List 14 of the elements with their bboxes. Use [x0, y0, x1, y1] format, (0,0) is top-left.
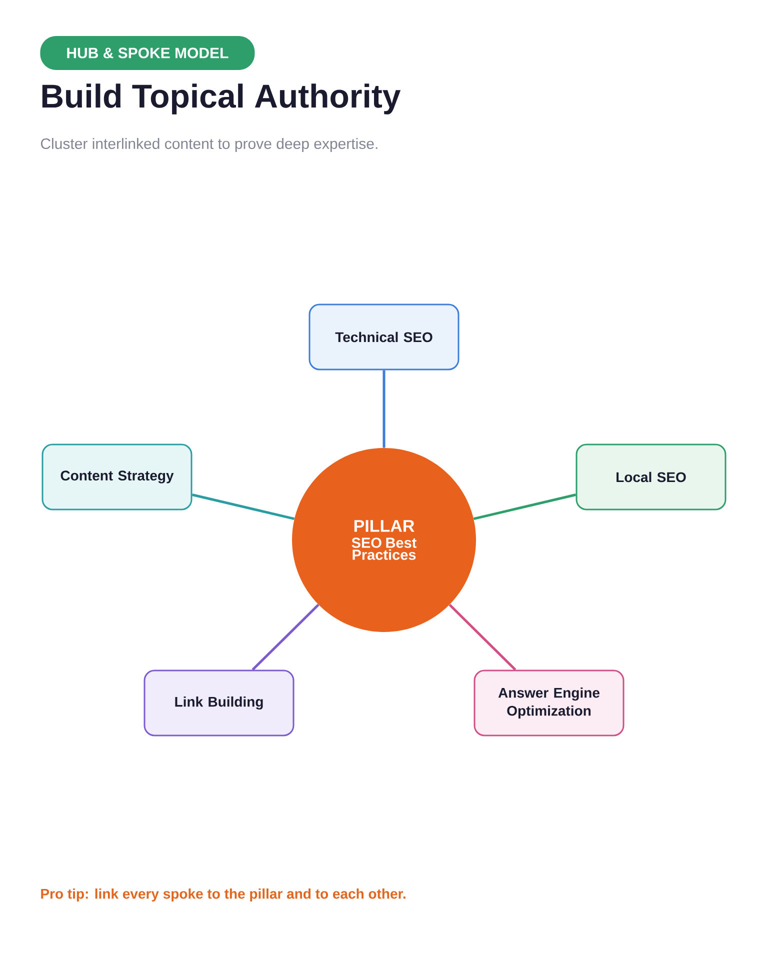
connector-line — [473, 494, 576, 520]
title: Build Topical Authority — [42, 84, 401, 114]
spoke-box: Link Building — [144, 670, 294, 736]
spoke-box: Content Strategy — [42, 444, 192, 510]
connector-line — [252, 604, 320, 671]
tip-note: Pro tip: link every spoke to the pillar and to each other. — [41, 888, 406, 902]
connector-line — [192, 494, 295, 520]
spoke-box: Local SEO — [576, 444, 726, 510]
connector-line — [382, 370, 386, 448]
subtitle: Cluster interlinked content to prove deep expertise. — [40, 138, 378, 152]
spoke-box: Answer Engine Optimization — [474, 670, 624, 736]
connector-line — [448, 604, 516, 671]
spoke-box: Technical SEO — [308, 304, 460, 370]
badge: HUB & SPOKE MODEL — [40, 36, 255, 70]
